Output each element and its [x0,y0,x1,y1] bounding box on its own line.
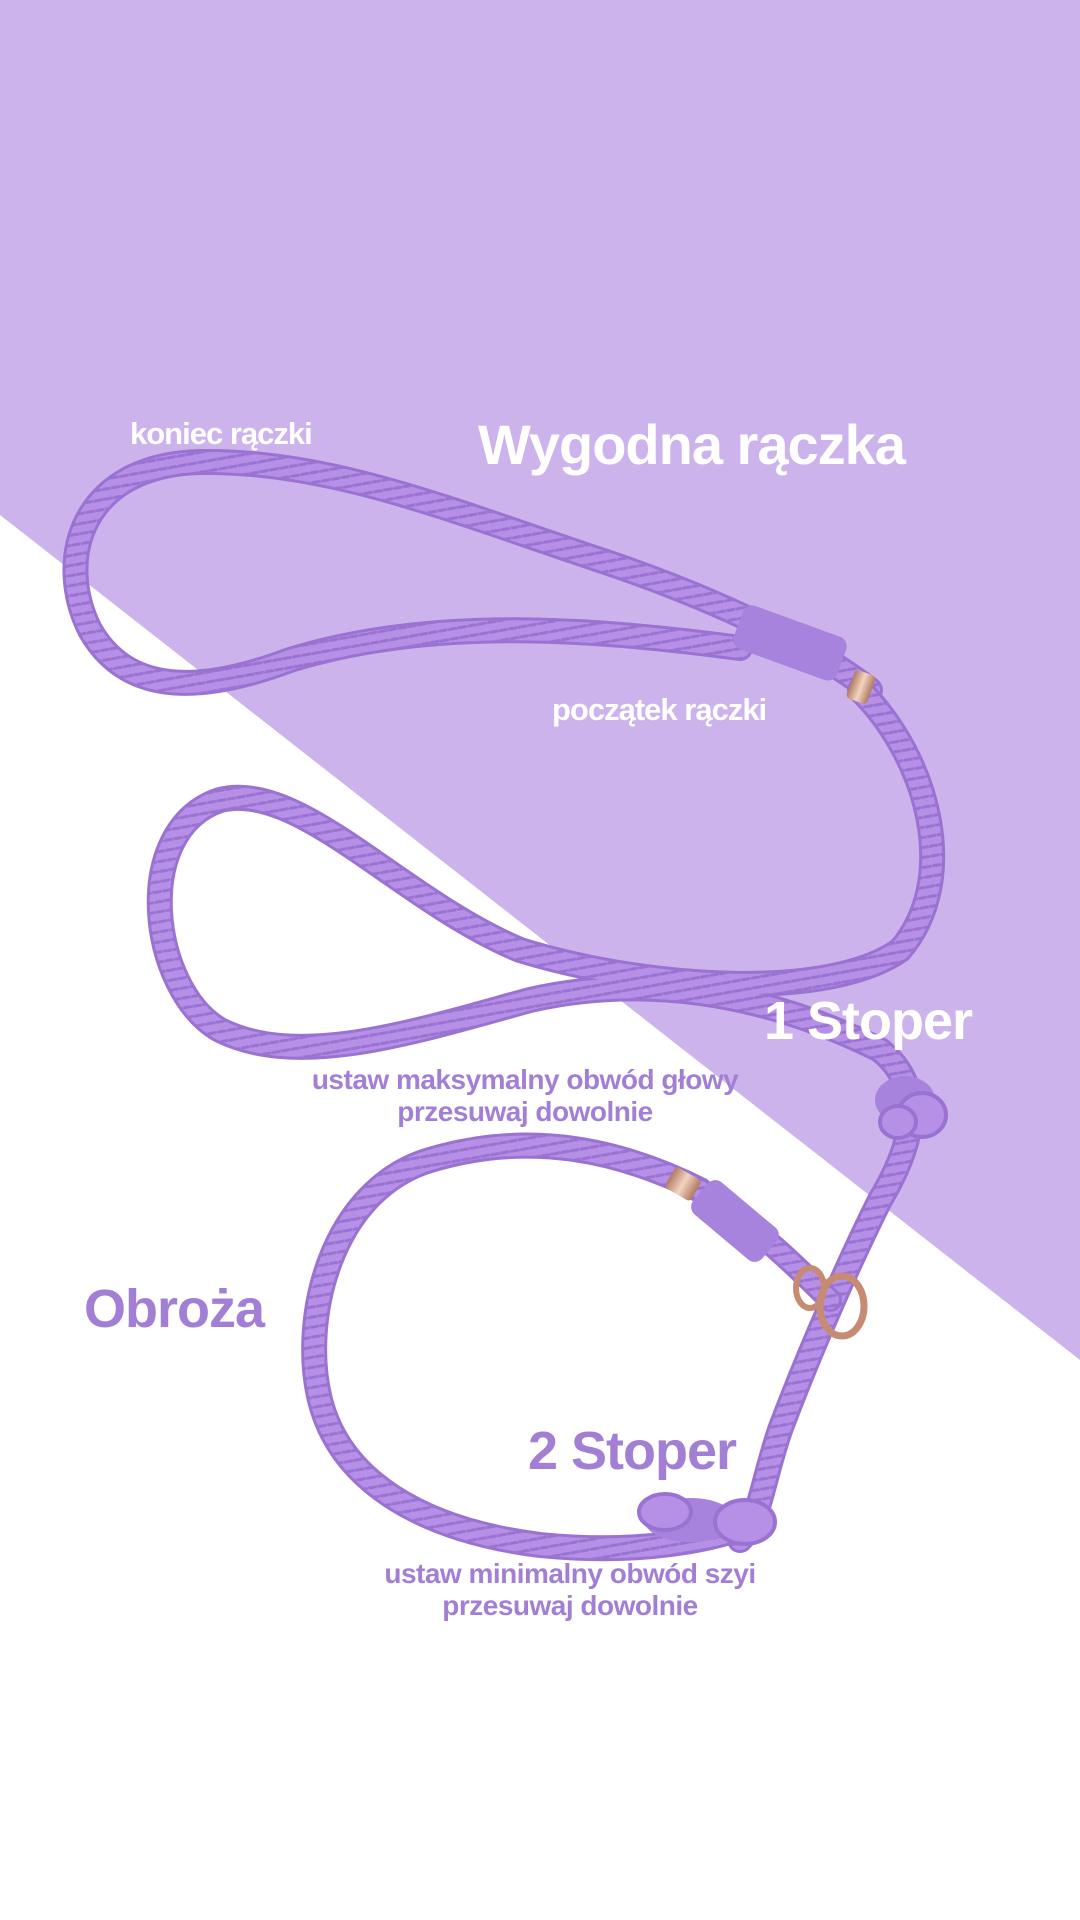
stopper-2-hint: ustaw minimalny obwód szyi przesuwaj dow… [330,1558,810,1622]
stopper-1-hint: ustaw maksymalny obwód głowy przesuwaj d… [250,1064,800,1128]
stopper-2-hint-line1: ustaw minimalny obwód szyi [384,1558,756,1589]
stopper-1-label: 1 Stoper [764,991,973,1051]
handle-wrap [733,605,876,704]
stopper-2-label: 2 Stoper [528,1421,737,1481]
leash-rope [62,448,946,1562]
stopper-1-hint-line1: ustaw maksymalny obwód głowy [311,1064,739,1095]
o-ring [793,1265,868,1340]
collar-wrap [665,1167,779,1262]
handle-start-label: początek rączki [552,692,767,727]
title-label: Wygodna rączka [478,413,906,476]
stopper-2-hint-line2: przesuwaj dowolnie [442,1590,698,1621]
handle-end-label: koniec rączki [130,416,313,451]
collar-label: Obroża [84,1279,265,1339]
stopper-2-knot [637,1492,777,1546]
stopper-1-knot [875,1076,948,1140]
stopper-1-hint-line2: przesuwaj dowolnie [397,1096,653,1127]
